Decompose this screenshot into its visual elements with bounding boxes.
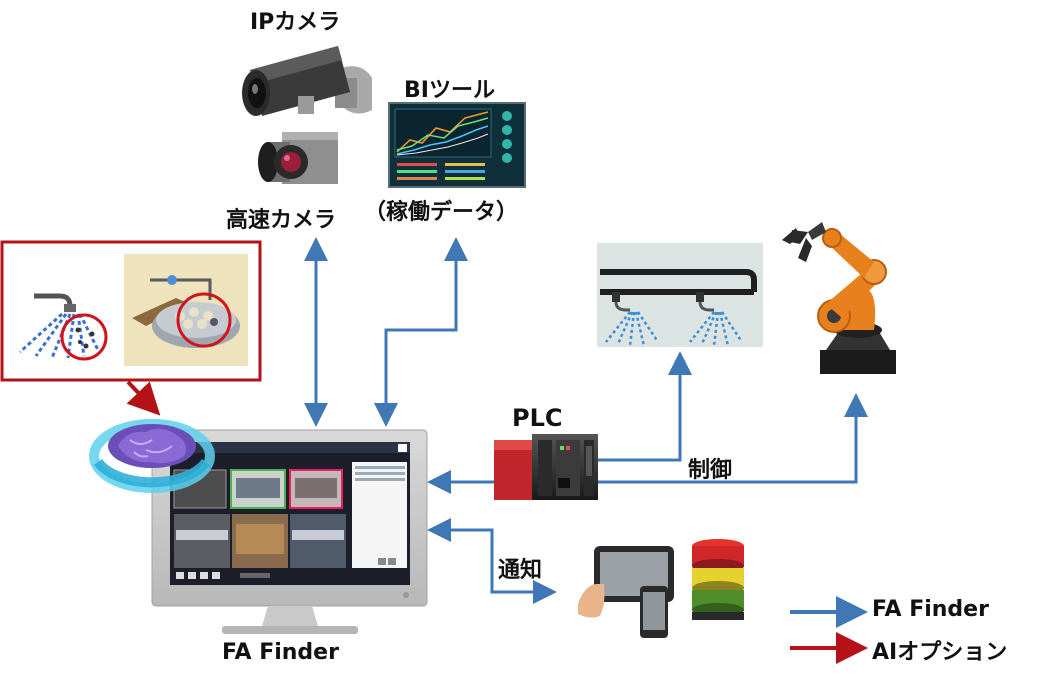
ai-arrow: [126, 380, 161, 416]
ai-brain-icon: [89, 419, 215, 493]
spray-system-illustration: [597, 243, 763, 347]
industrial-camera-icon: [258, 132, 338, 184]
plc-label: PLC: [512, 404, 563, 432]
fa-finder-label: FA Finder: [222, 640, 339, 665]
robot-arm-icon: [782, 222, 896, 374]
highspeed-camera-label: 高速カメラ: [226, 208, 337, 233]
ai-option-box: [0, 240, 262, 382]
dashboard-chart-icon: [388, 102, 526, 188]
bi-tool-label: BIツール: [404, 78, 495, 103]
monitor-to-notify-arrow: [486, 528, 557, 604]
ip-camera-label: IPカメラ: [250, 10, 341, 35]
blue-arrows: [304, 237, 868, 628]
tablet-icon: [578, 546, 674, 638]
plc-to-robot-arrow: [598, 393, 868, 484]
legend-blue-label: FA Finder: [872, 597, 989, 622]
bi-arrow-up: [384, 237, 468, 420]
plc-to-spray-arrow: [598, 351, 692, 462]
signal-tower-icon: [692, 539, 744, 620]
monitor-icon: [151, 429, 428, 634]
operation-data-label: （稼働データ）: [364, 200, 519, 225]
spray-nozzle-icon: [18, 293, 108, 361]
control-label: 制御: [688, 458, 733, 483]
cctv-camera-icon: [242, 46, 372, 116]
notify-label: 通知: [498, 558, 543, 583]
inspection-machine-illustration: [124, 254, 248, 366]
plc-unit-icon: [494, 434, 598, 500]
legend-red-label: AIオプション: [872, 640, 1008, 665]
